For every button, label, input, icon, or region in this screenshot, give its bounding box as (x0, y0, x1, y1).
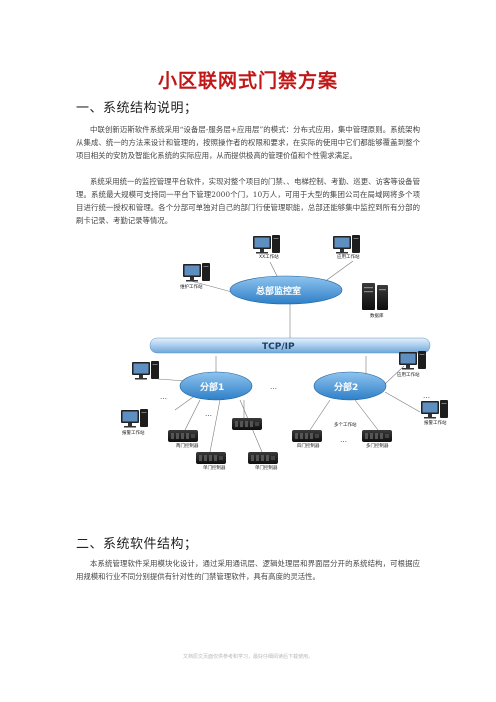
label-two-door-controller: 两门控制器 (176, 442, 199, 449)
section-heading-structure: 一、系统结构说明； (76, 101, 198, 116)
multi-door-controller-icon (362, 430, 392, 442)
label-single-door-controller-2: 单门控制器 (255, 464, 278, 471)
hq-monitor-room-cloud (229, 275, 343, 305)
hq-workstation-maintenance-icon (183, 263, 210, 282)
page-title: 小区联网式门禁方案 (157, 70, 338, 92)
label-multi-workstation: 多个工作站 (334, 421, 357, 428)
label-branch-1: 分部1 (200, 381, 224, 393)
left-workstation-top-icon (132, 361, 159, 380)
ellipsis-right-stations: … (423, 392, 430, 400)
label-branch-2: 分部2 (334, 381, 358, 393)
single-door-controller-icon (196, 452, 226, 464)
ellipsis-branch2-controllers: … (340, 436, 347, 444)
label-multi-door-controller: 多门控制器 (366, 442, 389, 449)
branch-1-cloud (179, 371, 253, 401)
paragraph-architecture: 中联创新迈斯软件系统采用“设备层-服务层+应用层”的模式：分布式应用，集中管理原… (76, 125, 420, 160)
four-door-controller-icon (292, 430, 322, 442)
page-footer: 文档原文页面仅供参考和学习，最好仔细阅读后下载使用。 (182, 654, 313, 660)
label-left-alarm-workstation: 报警工作站 (122, 429, 145, 436)
ellipsis-branch1-controllers: … (205, 410, 212, 418)
hq-workstation-application-icon (333, 235, 360, 254)
section-heading-software: 二、系统软件结构； (76, 537, 198, 552)
label-right-alarm-workstation: 报警工作站 (424, 419, 447, 426)
database-server-icon (362, 283, 388, 310)
two-door-controller-icon (168, 430, 198, 442)
controller-device-icon (232, 418, 262, 430)
label-tcp-ip: TCP/IP (262, 342, 295, 352)
hq-workstation-xx-icon (253, 235, 280, 254)
label-application-workstation: 应用工作站 (337, 253, 360, 260)
label-maintenance-workstation: 维护工作站 (180, 283, 203, 290)
tcp-ip-network-bus (149, 337, 431, 354)
paragraph-platform: 系统采用统一的监控管理平台软件，实现对整个项目的门禁、、电梯控制、考勤、巡更、访… (76, 177, 420, 225)
ellipsis-left-stations: … (160, 393, 167, 401)
label-four-door-controller: 四门控制器 (297, 442, 320, 449)
single-door-controller-icon (248, 452, 278, 464)
paragraph-software: 本系统管理软件采用模块化设计，通过采用通讯层、逻辑处理层和界面层分开的系统结构，… (76, 559, 420, 581)
branch-2-cloud (313, 371, 387, 401)
label-single-door-controller-1: 单门控制器 (203, 464, 226, 471)
label-hq-monitor-room: 总部监控室 (256, 285, 301, 297)
label-xx-workstation: XX工作站 (259, 253, 279, 260)
label-right-application-workstation: 应用工作站 (397, 371, 420, 378)
ellipsis-branches: … (270, 383, 277, 391)
label-database: 数据库 (370, 312, 384, 319)
left-alarm-workstation-icon (121, 409, 148, 428)
right-alarm-workstation-icon (421, 400, 448, 419)
